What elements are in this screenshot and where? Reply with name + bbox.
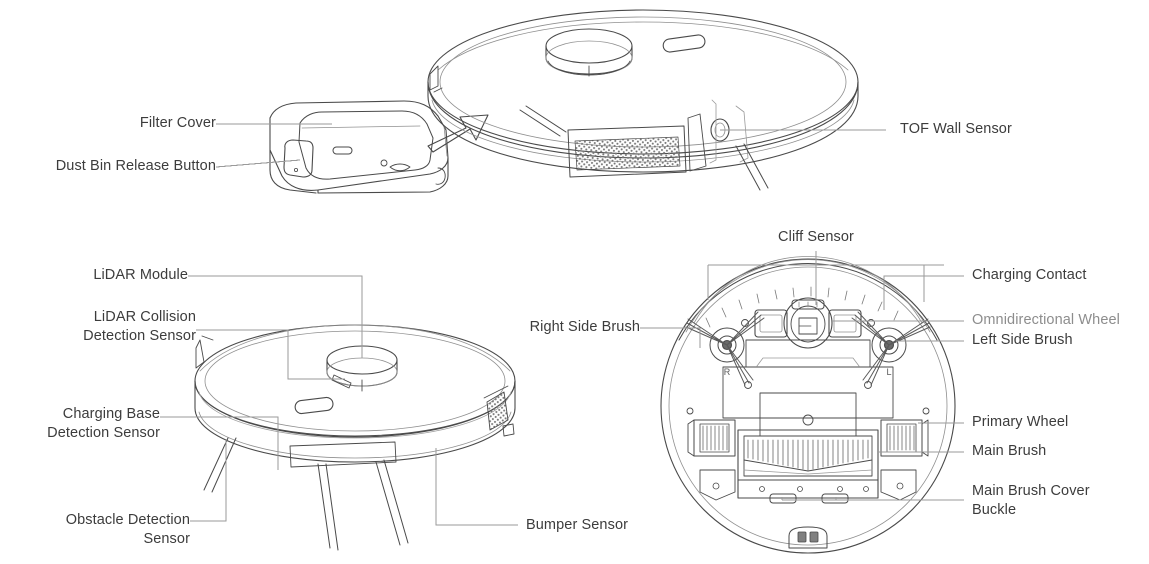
robot-top-art xyxy=(427,9,859,191)
right-brush-marking: R xyxy=(724,367,731,377)
label-right-side-brush: Right Side Brush xyxy=(529,319,640,335)
leader-bumper-sensor xyxy=(435,448,518,526)
leader-lidar-module xyxy=(188,275,363,358)
label-main-brush: Main Brush xyxy=(972,443,1047,459)
leader-charging-contact xyxy=(883,275,964,310)
leader-dust-bin-release xyxy=(215,159,301,168)
label-obstacle-detection-sensor: Obstacle Detection Sensor xyxy=(65,512,190,547)
label-main-brush-cover-buckle: Main Brush Cover Buckle xyxy=(972,483,1090,518)
label-dust-bin-release-button: Dust Bin Release Button xyxy=(55,158,216,174)
dustbin-art xyxy=(269,100,449,194)
label-left-side-brush: Left Side Brush xyxy=(972,332,1073,348)
robot-side-art xyxy=(194,324,516,551)
leader-buckle-ticks xyxy=(781,497,837,500)
leader-lines xyxy=(160,123,964,526)
label-charging-base-detection-sensor: Charging Base Detection Sensor xyxy=(47,406,160,441)
label-charging-contact: Charging Contact xyxy=(972,267,1087,283)
leader-right-side-brush xyxy=(640,327,701,348)
leader-lidar-collision xyxy=(196,329,345,380)
label-filter-cover: Filter Cover xyxy=(139,115,216,131)
left-brush-marking: L xyxy=(886,367,891,377)
label-lidar-module: LiDAR Module xyxy=(93,267,188,283)
robot-bottom-art xyxy=(660,256,956,554)
label-primary-wheel: Primary Wheel xyxy=(972,414,1069,430)
label-bumper-sensor: Bumper Sensor xyxy=(526,517,629,533)
label-tof-wall-sensor: TOF Wall Sensor xyxy=(900,121,1012,137)
leader-charging-base xyxy=(160,416,279,470)
label-lidar-collision-detection-sensor: LiDAR Collision Detection Sensor xyxy=(83,309,196,344)
label-omnidirectional-wheel: Omnidirectional Wheel xyxy=(972,312,1120,328)
label-cliff-sensor: Cliff Sensor xyxy=(778,229,854,245)
leader-obstacle-detection xyxy=(190,440,227,522)
